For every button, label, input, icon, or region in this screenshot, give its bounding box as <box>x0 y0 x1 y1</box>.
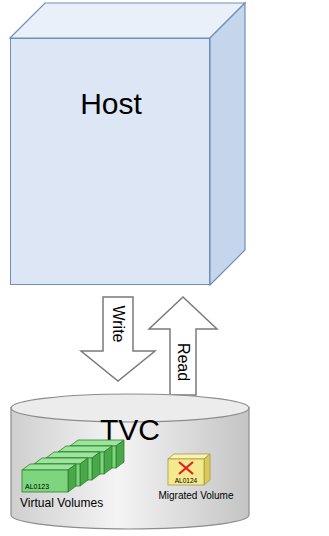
cube-side-face <box>210 3 245 285</box>
read-arrow <box>149 297 217 395</box>
red-x-mark <box>179 462 193 474</box>
write-arrow <box>81 297 155 381</box>
virtual-volumes-label: Virtual Volumes <box>20 497 103 510</box>
volume-serial: AL0123 <box>25 483 49 491</box>
tvc-cylinder: TVCAL0123Virtual VolumesAL0124Migrated V… <box>10 393 250 530</box>
edge-label: Write <box>110 305 126 342</box>
cube-top-face <box>10 3 245 38</box>
host-label: Host <box>80 87 142 120</box>
tape-cartridge <box>168 454 210 485</box>
tape-cartridge <box>22 464 76 492</box>
virtual-volumes: AL0123Virtual Volumes <box>20 440 138 515</box>
host-box: Host <box>10 38 210 285</box>
edge-label: Read <box>175 343 191 381</box>
migrated-volume-label: Migrated Volume <box>158 490 233 501</box>
migrated-volume: AL0124Migrated Volume <box>146 445 246 505</box>
volume-serial: AL0124 <box>175 477 197 484</box>
cylinder-body <box>11 407 249 529</box>
